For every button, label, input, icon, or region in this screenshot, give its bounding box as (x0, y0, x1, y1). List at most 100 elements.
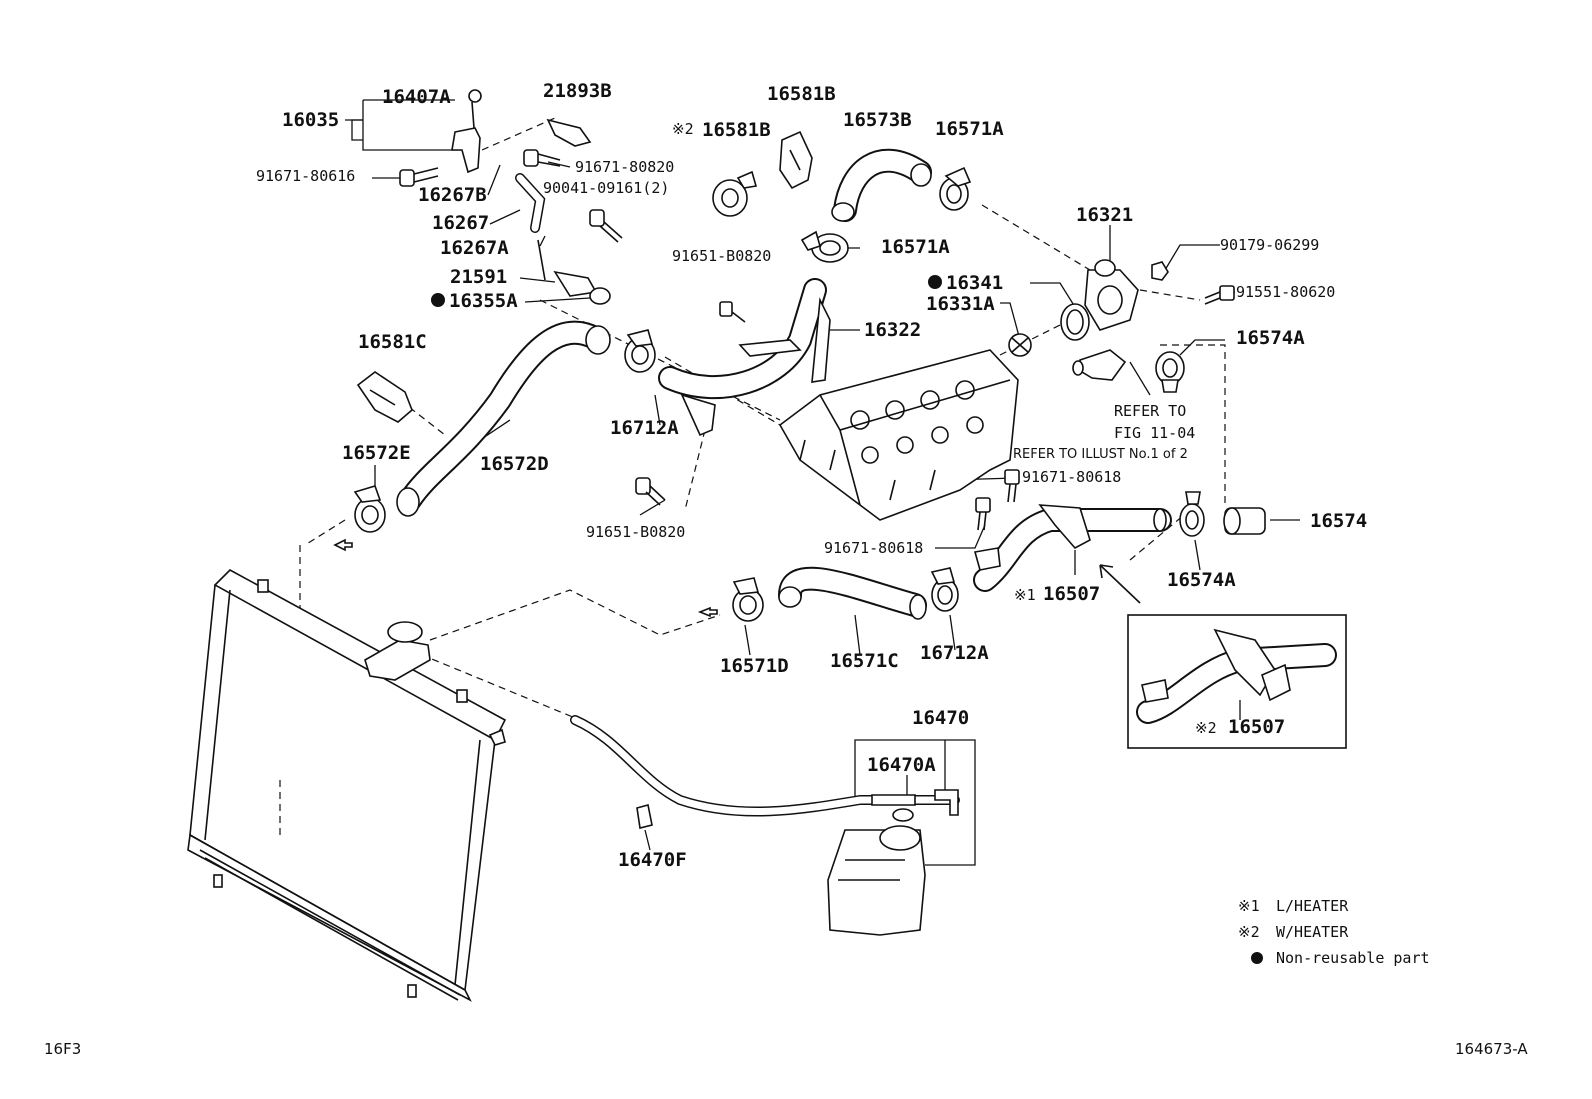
label-fig-11-04: FIG 11-04 (1114, 424, 1195, 442)
label-16267A: 16267A (440, 237, 509, 259)
label-16581C: 16581C (358, 331, 427, 353)
label-91671-80618-a: 91671-80618 (1022, 468, 1121, 486)
legend-note2-mark: ※2 (1238, 923, 1260, 941)
label-16571A-mid: 16571A (881, 236, 950, 258)
label-91651-B0820-top: 91651-B0820 (672, 247, 771, 265)
thermostat-housing-16321 (1084, 259, 1139, 331)
bolt-91551-80620 (1204, 285, 1235, 305)
label-16341: 16341 (946, 272, 1003, 294)
hose-16573B (831, 148, 932, 222)
flow-arrow-icons (333, 538, 1141, 618)
label-16571C: 16571C (830, 650, 899, 672)
label-91671-80618-b: 91671-80618 (824, 539, 923, 557)
hose-16572D (396, 320, 611, 517)
label-16507-w-heater: 16507 (1228, 716, 1285, 738)
non-reusable-dot-16355A (431, 293, 445, 307)
label-91671-80616: 91671-80616 (256, 167, 355, 185)
reservoir-hose-16470 (570, 715, 960, 817)
bolt-91671-80618-b (975, 497, 991, 531)
label-16712A-bottom: 16712A (920, 642, 989, 664)
label-21893B: 21893B (543, 80, 612, 102)
water-inlet-fitting (1072, 349, 1127, 381)
pipe-16507 (973, 504, 1172, 592)
gasket-16341 (1060, 303, 1090, 341)
label-91671-80820: 91671-80820 (575, 158, 674, 176)
label-16331A: 16331A (926, 293, 995, 315)
legend-dot-text: Non-reusable part (1276, 949, 1430, 967)
clamp-16712A-bottom (930, 567, 959, 612)
label-16574A-bottom: 16574A (1167, 569, 1236, 591)
bolt-91671-80616 (399, 167, 439, 187)
clamp-16581B-top (779, 130, 813, 190)
clamp-16574A-top (1155, 351, 1185, 393)
label-16572E: 16572E (342, 442, 411, 464)
label-16574: 16574 (1310, 510, 1367, 532)
label-16507-l-heater: 16507 (1043, 583, 1100, 605)
label-16035: 16035 (282, 109, 339, 131)
note-mark-2-a: ※2 (672, 120, 694, 138)
label-16574A-top: 16574A (1236, 327, 1305, 349)
clamp-16574A-bottom (1179, 491, 1205, 537)
label-16321: 16321 (1076, 204, 1133, 226)
label-16267B: 16267B (418, 184, 487, 206)
legend-note2-text: W/HEATER (1276, 923, 1349, 941)
label-91651-B0820-bottom: 91651-B0820 (586, 523, 685, 541)
legend-note1-mark: ※1 (1238, 897, 1260, 915)
label-16573B: 16573B (843, 109, 912, 131)
label-refer-to: REFER TO (1114, 402, 1186, 420)
clamp-16571D (732, 577, 764, 622)
clamp-16581C (356, 371, 413, 423)
inset-box-w-heater (1127, 614, 1347, 749)
label-21591: 21591 (450, 266, 507, 288)
thermostat-16331A (1008, 333, 1032, 357)
bolt-91671-80820 (523, 149, 561, 167)
label-16470A: 16470A (867, 754, 936, 776)
water-outlet-pipe-16322 (658, 278, 831, 437)
bolt-91651-B0820-bottom (635, 477, 666, 506)
clamp-16712A-top (624, 329, 656, 373)
footer-right-code: 164673-A (1455, 1040, 1528, 1058)
label-91551-80620: 91551-80620 (1236, 283, 1335, 301)
clamp-16571A-top (939, 166, 972, 211)
label-16267: 16267 (432, 212, 489, 234)
hose-16574 (1223, 507, 1266, 535)
radiator-assembly (187, 569, 507, 1002)
label-refer-illust: REFER TO ILLUST No.1 of 2 (1013, 447, 1188, 462)
label-16572D: 16572D (480, 453, 549, 475)
label-16571D: 16571D (720, 655, 789, 677)
label-16581B-top: 16581B (767, 83, 836, 105)
label-16355A: 16355A (449, 290, 518, 312)
cylinder-head (778, 349, 1019, 521)
clamp-16581B-w2 (712, 170, 758, 217)
clip-16470F (636, 804, 653, 829)
small-hose-16267 (515, 173, 546, 281)
label-16470: 16470 (912, 707, 969, 729)
legend-non-reusable-dot (1251, 952, 1263, 964)
note-mark-1: ※1 (1014, 586, 1036, 604)
clamp-16572E (353, 485, 386, 533)
bolt-90041-09161 (589, 209, 623, 243)
footer-left-code: 16F3 (44, 1040, 81, 1058)
label-16712A-top: 16712A (610, 417, 679, 439)
legend-note1-text: L/HEATER (1276, 897, 1349, 915)
label-16581B-w2: 16581B (702, 119, 771, 141)
non-reusable-dot-16341 (928, 275, 942, 289)
label-90179-06299: 90179-06299 (1220, 236, 1319, 254)
bypass-fitting-part (451, 89, 482, 174)
label-16407A: 16407A (382, 86, 451, 108)
clamp-16571A-mid (800, 230, 849, 263)
label-16470F: 16470F (618, 849, 687, 871)
bolt-91671-80618-a (1004, 469, 1020, 503)
legend: ※1 L/HEATER ※2 W/HEATER Non-reusable par… (1238, 897, 1430, 967)
label-90041-09161: 90041-09161(2) (543, 179, 669, 197)
label-16322: 16322 (864, 319, 921, 341)
assembly-dashed-lines (279, 117, 1226, 840)
note-mark-2-b: ※2 (1195, 719, 1217, 737)
part-labels: 16035 16407A 21893B 16581B ※2 16581B 165… (256, 80, 1367, 871)
nut-90179-06299 (1151, 261, 1169, 281)
hose-16571C (778, 566, 927, 620)
reservoir-tank (827, 808, 926, 936)
bracket-21591 (553, 270, 611, 305)
label-16571A-top: 16571A (935, 118, 1004, 140)
